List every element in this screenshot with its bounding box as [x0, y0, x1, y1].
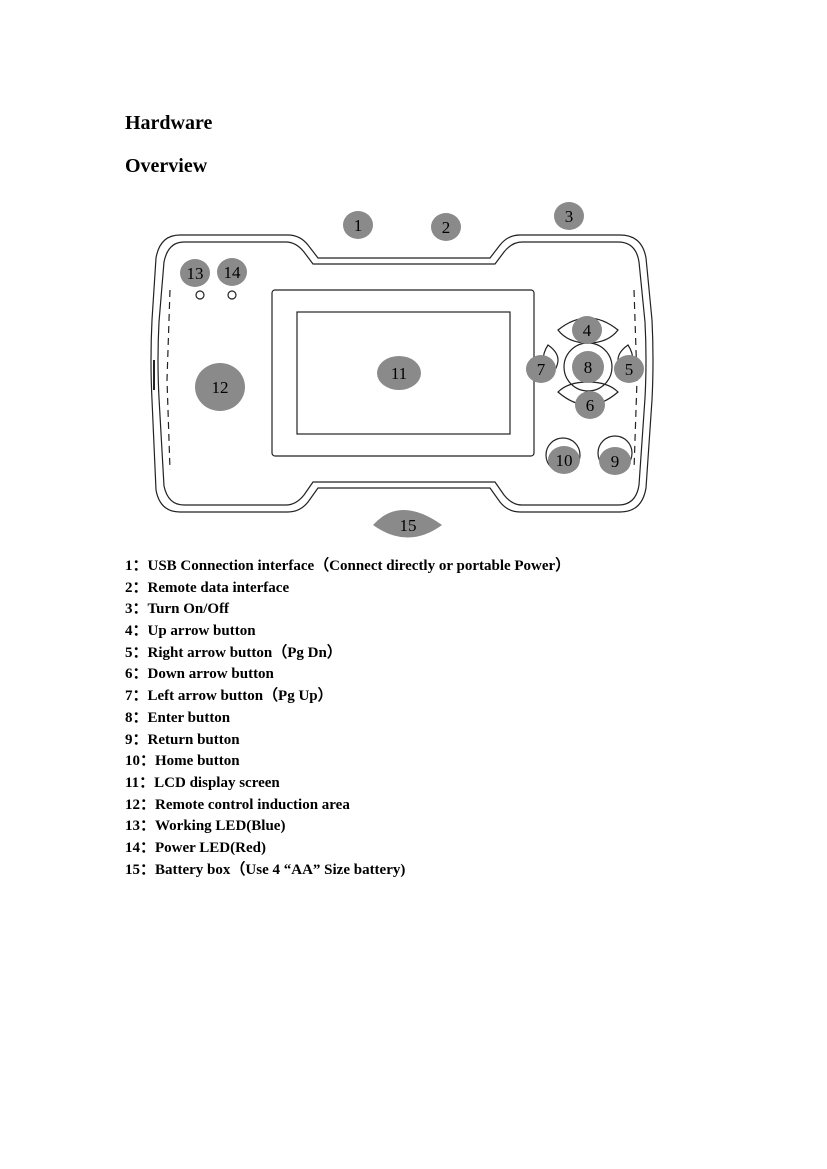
callout-8-marker [572, 351, 604, 383]
left-side-seam [166, 289, 171, 471]
callout-12-marker [195, 363, 245, 411]
legend-item: 2：Remote data interface [125, 579, 290, 596]
legend-item: 1：USB Connection interface（Connect direc… [125, 558, 571, 574]
callout-3-marker [554, 202, 584, 230]
callout-4: 4 [583, 321, 592, 340]
callout-13: 13 [187, 264, 204, 283]
component-legend: 1：USB Connection interface（Connect direc… [125, 556, 570, 881]
callout-9: 9 [611, 452, 620, 471]
callout-6: 6 [586, 396, 595, 415]
callout-5-marker [614, 355, 644, 383]
callout-15-marker [373, 510, 442, 538]
callout-4-marker [572, 316, 602, 344]
legend-item: 5：Right arrow button（Pg Dn） [125, 644, 342, 661]
callout-3: 3 [565, 207, 574, 226]
legend-item: 14：Power LED(Red) [125, 839, 266, 856]
lcd-display-screen [296, 311, 511, 435]
legend-item: 9：Return button [125, 731, 240, 748]
callout-15: 15 [400, 516, 417, 535]
callout-11: 11 [391, 364, 407, 383]
legend-item: 4：Up arrow button [125, 623, 256, 640]
power-led [227, 290, 237, 300]
callout-7: 7 [537, 360, 546, 379]
heading-hardware: Hardware [125, 112, 213, 134]
device-diagram: 1 2 3 4 5 6 7 8 9 10 11 12 13 14 15 [150, 202, 654, 538]
callouts [180, 202, 644, 538]
legend-item: 10：Home button [125, 753, 240, 770]
callout-14-marker [217, 258, 247, 286]
callout-6-marker [575, 391, 605, 419]
callout-5: 5 [625, 360, 634, 379]
heading-overview: Overview [125, 155, 208, 177]
device-body-inner-outline [157, 241, 647, 506]
callout-7-marker [526, 355, 556, 383]
callout-10-marker [548, 446, 580, 474]
callout-1-marker [343, 211, 373, 239]
callout-8: 8 [584, 358, 593, 377]
callout-1: 1 [354, 216, 363, 235]
legend-item: 6：Down arrow button [125, 666, 274, 683]
legend-item: 13：Working LED(Blue) [125, 818, 286, 835]
legend-item: 8：Enter button [125, 709, 231, 726]
callout-10: 10 [556, 451, 573, 470]
callout-12: 12 [212, 378, 229, 397]
legend-item: 12：Remote control induction area [125, 796, 350, 813]
callout-11-marker [377, 356, 421, 390]
legend-item: 15：Battery box（Use 4 “AA” Size battery) [125, 861, 406, 878]
legend-item: 7：Left arrow button（Pg Up） [125, 688, 333, 705]
device-body-outline [150, 234, 654, 513]
legend-item: 11：LCD display screen [125, 774, 280, 791]
callout-14: 14 [224, 263, 242, 282]
working-led [195, 290, 205, 300]
callout-9-marker [599, 447, 631, 475]
callout-2: 2 [442, 218, 451, 237]
callout-13-marker [180, 259, 210, 287]
callout-2-marker [431, 213, 461, 241]
legend-item: 3：Turn On/Off [125, 601, 230, 618]
